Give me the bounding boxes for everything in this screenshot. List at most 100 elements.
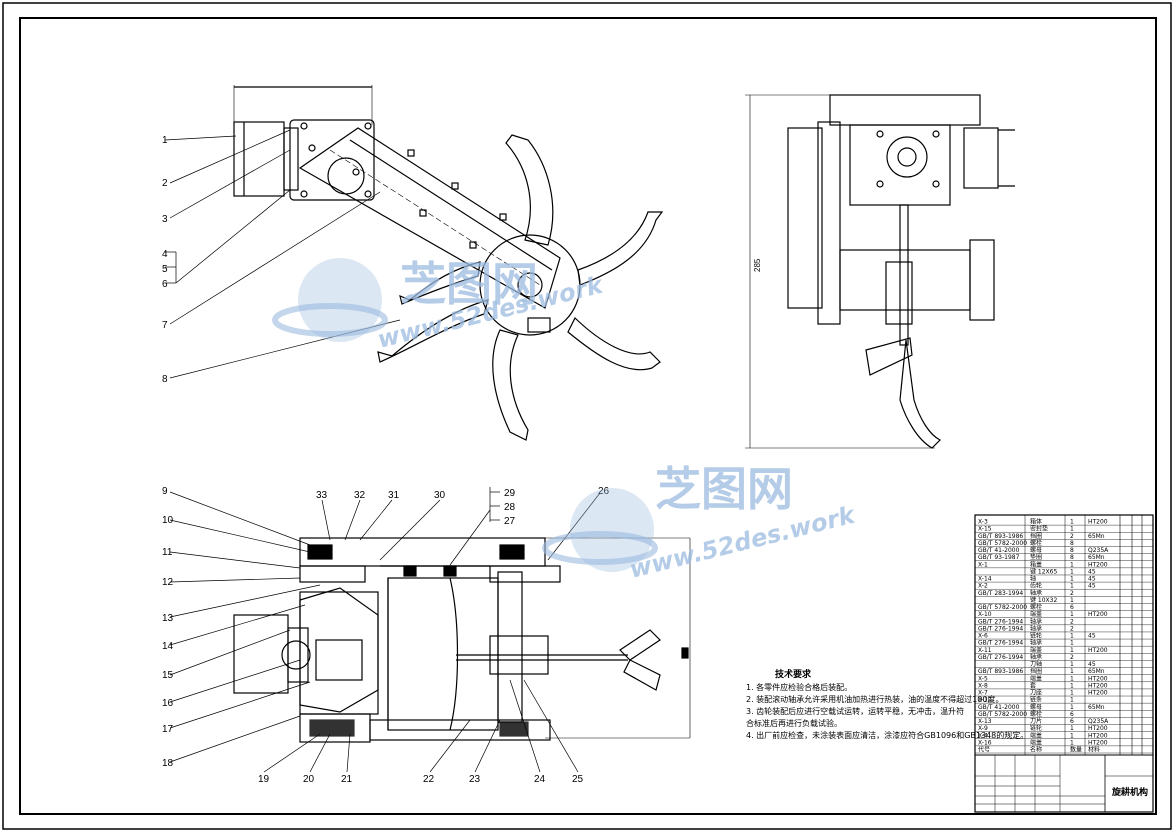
parts-cell-name: 链轮 bbox=[1030, 724, 1042, 732]
parts-cell-qty: 8 bbox=[1070, 547, 1074, 554]
parts-cell-name: 箱盖 bbox=[1030, 560, 1042, 568]
parts-cell-mat: HT200 bbox=[1088, 732, 1108, 739]
parts-cell-name: 键 10X32 bbox=[1030, 596, 1057, 604]
parts-cell-name: 轴承 bbox=[1030, 653, 1042, 661]
parts-cell-qty: 1 bbox=[1070, 697, 1074, 704]
parts-cell-code: X-1 bbox=[978, 561, 988, 568]
parts-cell-qty: 2 bbox=[1070, 625, 1074, 632]
parts-cell-mat: Q235A bbox=[1088, 718, 1109, 725]
parts-cell-code: GB/T 893-1986 bbox=[978, 668, 1023, 675]
parts-cell-code: GB/T 276-1994 bbox=[978, 640, 1023, 647]
part-label: 17 bbox=[162, 724, 174, 735]
watermark-cn: 芝图网 bbox=[655, 462, 793, 516]
part-label: 20 bbox=[303, 774, 315, 785]
front-view-leaders bbox=[164, 129, 401, 379]
parts-cell-qty: 1 bbox=[1070, 739, 1074, 746]
parts-cell-mat: HT200 bbox=[1088, 561, 1108, 568]
parts-cell-name: 垫圈 bbox=[1030, 553, 1042, 561]
parts-cell-qty: 1 bbox=[1070, 526, 1074, 533]
parts-cell-name: 螺栓 bbox=[1030, 539, 1042, 547]
parts-cell-qty: 1 bbox=[1070, 611, 1074, 618]
parts-cell-code: X-16 bbox=[978, 739, 992, 746]
parts-cell-code: X-6 bbox=[978, 633, 988, 640]
parts-cell-mat: 材料 bbox=[1088, 746, 1100, 754]
part-labels: 1 2 3 4 5 6 7 8 9 10 11 12 13 14 15 16 1… bbox=[162, 135, 610, 785]
parts-cell-qty: 1 bbox=[1070, 690, 1074, 697]
parts-cell-qty: 1 bbox=[1070, 704, 1074, 711]
parts-cell-qty: 数量 bbox=[1070, 746, 1082, 754]
parts-cell-code: GB/T 283-1994 bbox=[978, 590, 1023, 597]
part-label: 23 bbox=[469, 774, 481, 785]
parts-cell-code: GB/T 276-1994 bbox=[978, 618, 1023, 625]
parts-cell-qty: 1 bbox=[1070, 682, 1074, 689]
parts-cell-code: GB/T 41-2000 bbox=[978, 547, 1020, 554]
parts-cell-mat: 45 bbox=[1088, 583, 1096, 590]
part-label: 3 bbox=[162, 214, 168, 225]
parts-cell-code: GB/T 893-1986 bbox=[978, 533, 1023, 540]
part-label: 21 bbox=[341, 774, 353, 785]
parts-cell-code: X-8 bbox=[978, 682, 988, 689]
tech-note-line: 合标准后再进行负载试验。 bbox=[746, 718, 842, 728]
parts-cell-qty: 1 bbox=[1070, 640, 1074, 647]
part-label: 25 bbox=[572, 774, 584, 785]
technical-requirements: 技术要求 1. 各零件应检验合格后装配。 2. 装配滚动轴承允许采用机油加热进行… bbox=[746, 668, 1028, 740]
side-view bbox=[745, 94, 1015, 449]
parts-cell-name: 端盖 bbox=[1030, 646, 1042, 654]
parts-cell-code: X-12 bbox=[978, 697, 992, 704]
parts-cell-mat: 45 bbox=[1088, 576, 1096, 583]
part-label: 27 bbox=[504, 516, 516, 527]
tech-notes-title: 技术要求 bbox=[775, 668, 812, 680]
parts-cell-name: 链轮 bbox=[1030, 632, 1042, 640]
parts-cell-qty: 2 bbox=[1070, 590, 1074, 597]
parts-cell-code: X-3 bbox=[978, 519, 988, 526]
part-label: 1 bbox=[162, 135, 168, 146]
parts-cell-mat: Q235A bbox=[1088, 547, 1109, 554]
parts-cell-code: GB/T 276-1994 bbox=[978, 654, 1023, 661]
parts-cell-qty: 2 bbox=[1070, 618, 1074, 625]
parts-cell-qty: 6 bbox=[1070, 604, 1074, 611]
part-label: 33 bbox=[316, 490, 328, 501]
parts-cell-code: X-9 bbox=[978, 725, 988, 732]
parts-cell-code: X-13 bbox=[978, 718, 992, 725]
parts-cell-name: 套 bbox=[1030, 681, 1036, 689]
parts-cell-name: 轴承 bbox=[1030, 639, 1042, 647]
watermark-bottom: 芝图网 www.52des.work bbox=[542, 462, 859, 584]
drawing-name: 旋耕机构 bbox=[1111, 786, 1148, 798]
parts-cell-name: 挡圈 bbox=[1030, 667, 1042, 675]
parts-cell-code: X-7 bbox=[978, 690, 988, 697]
parts-cell-name: 螺栓 bbox=[1030, 603, 1042, 611]
tech-note-line: 1. 各零件应检验合格后装配。 bbox=[746, 682, 852, 692]
part-label: 6 bbox=[162, 279, 168, 290]
part-label: 8 bbox=[162, 374, 168, 385]
parts-cell-mat: 45 bbox=[1088, 661, 1096, 668]
parts-cell-qty: 1 bbox=[1070, 725, 1074, 732]
parts-cell-qty: 1 bbox=[1070, 597, 1074, 604]
parts-cell-mat: 65Mn bbox=[1088, 704, 1105, 711]
tech-note-line: 2. 装配滚动轴承允许采用机油加热进行热装，油的温度不得超过100度。 bbox=[746, 694, 1003, 704]
parts-cell-code: X-10 bbox=[978, 611, 992, 618]
parts-cell-qty: 1 bbox=[1070, 668, 1074, 675]
parts-cell-name: 齿轮 bbox=[1030, 582, 1042, 590]
parts-cell-qty: 1 bbox=[1070, 583, 1074, 590]
parts-cell-qty: 1 bbox=[1070, 519, 1074, 526]
watermark-logo-icon bbox=[570, 488, 654, 572]
parts-cell-mat: 65Mn bbox=[1088, 554, 1105, 561]
parts-cell-mat: HT200 bbox=[1088, 519, 1108, 526]
parts-cell-code: GB/T 5782-2000 bbox=[978, 604, 1027, 611]
parts-cell-qty: 8 bbox=[1070, 540, 1074, 547]
part-label: 26 bbox=[598, 486, 610, 497]
parts-cell-name: 端盖 bbox=[1030, 731, 1042, 739]
parts-cell-name: 螺母 bbox=[1030, 546, 1042, 554]
parts-cell-qty: 2 bbox=[1070, 533, 1074, 540]
part-label: 22 bbox=[423, 774, 435, 785]
parts-cell-mat: 65Mn bbox=[1088, 668, 1105, 675]
parts-cell-name: 端盖 bbox=[1030, 610, 1042, 618]
parts-cell-name: 螺母 bbox=[1030, 703, 1042, 711]
parts-cell-mat: HT200 bbox=[1088, 725, 1108, 732]
part-label: 11 bbox=[162, 547, 173, 558]
section-view-leaders bbox=[169, 487, 601, 773]
parts-cell-mat: 45 bbox=[1088, 568, 1096, 575]
parts-cell-name: 名称 bbox=[1030, 746, 1042, 754]
part-label: 12 bbox=[162, 577, 174, 588]
